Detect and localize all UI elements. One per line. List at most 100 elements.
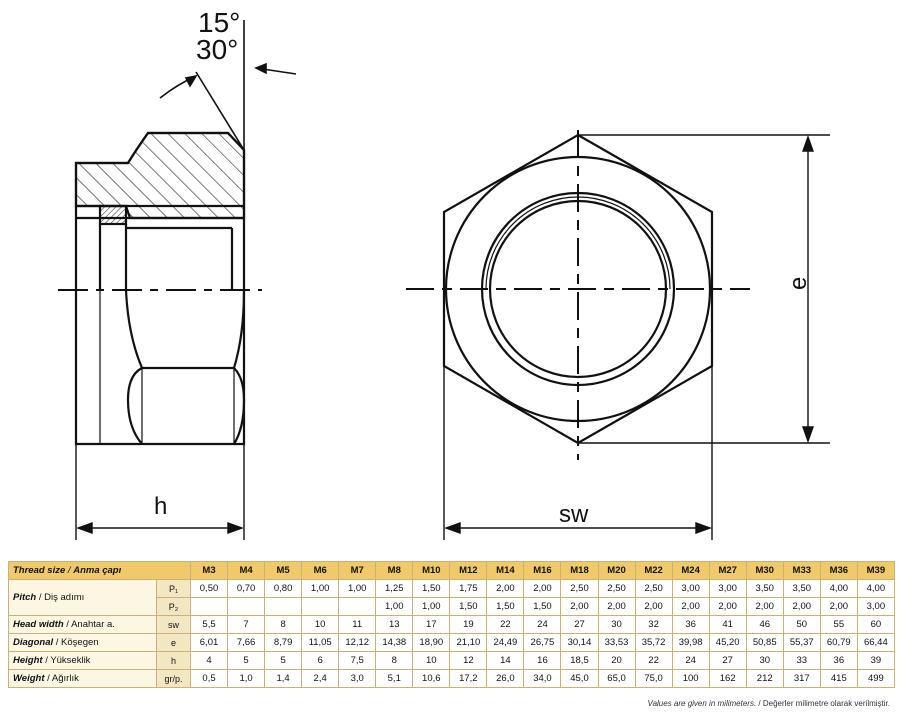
size-header-cell: M18 [560, 561, 599, 580]
table-cell: 415 [819, 669, 858, 688]
size-header-cell: M3 [189, 561, 229, 580]
table-cell: 30 [597, 615, 636, 634]
size-header-cell: M4 [227, 561, 266, 580]
table-cell: 212 [745, 669, 784, 688]
row-label-separator: / [36, 592, 45, 603]
size-header-cell: M27 [708, 561, 747, 580]
row-label-en: Head width [13, 619, 64, 630]
table-cell: 33 [782, 651, 821, 670]
table-cell: 1,50 [412, 579, 451, 598]
table-cell: 8 [264, 615, 303, 634]
table-cell: 20 [597, 651, 636, 670]
table-cell: 27 [708, 651, 747, 670]
table-cell: 60 [856, 615, 895, 634]
table-cell: 50 [782, 615, 821, 634]
table-cell: 3,0 [338, 669, 377, 688]
table-cell: 2,50 [597, 579, 636, 598]
row-label-separator: / [42, 655, 51, 666]
table-cell: 2,4 [301, 669, 340, 688]
row-label-en: Pitch [13, 592, 37, 603]
table-cell: 16 [523, 651, 562, 670]
table-cell: 6 [301, 651, 340, 670]
row-label-en: Weight [13, 673, 45, 684]
size-header-cell: M5 [264, 561, 303, 580]
table-cell: 36 [819, 651, 858, 670]
table-cell: 10 [301, 615, 340, 634]
table-cell: 26,75 [523, 633, 562, 652]
table-cell: 2,00 [560, 597, 599, 616]
table-cell: 17,2 [449, 669, 488, 688]
header-label: Thread size / Anma çapı [8, 561, 191, 580]
table-cell: 45,0 [560, 669, 599, 688]
table-cell: 14 [486, 651, 525, 670]
table-cell: 30 [745, 651, 784, 670]
table-cell: 18,90 [412, 633, 451, 652]
table-cell: 50,85 [745, 633, 784, 652]
dimension-sw [443, 366, 713, 540]
table-cell: 66,44 [856, 633, 895, 652]
dimension-h-label: h [154, 493, 167, 520]
size-header-cell: M16 [523, 561, 562, 580]
table-cell: 2,00 [597, 597, 636, 616]
table-cell: 35,72 [634, 633, 673, 652]
row-label-separator: / [63, 619, 72, 630]
size-header-cell: M22 [634, 561, 673, 580]
table-cell: 12,12 [338, 633, 377, 652]
table-cell: 11 [338, 615, 377, 634]
row-symbol: sw [156, 615, 191, 634]
table-cell: 19 [449, 615, 488, 634]
size-header-cell: M8 [375, 561, 414, 580]
row-label-separator: / [53, 637, 62, 648]
table-cell: 10 [412, 651, 451, 670]
table-cell: 17 [412, 615, 451, 634]
table-cell: 3,00 [671, 579, 710, 598]
dimension-e [578, 134, 830, 444]
table-cell: 24 [671, 651, 710, 670]
dimension-h [75, 444, 245, 540]
table-cell: 34,0 [523, 669, 562, 688]
table-cell: 1,50 [486, 597, 525, 616]
table-cell: 33,53 [597, 633, 636, 652]
table-cell: 5,5 [189, 615, 229, 634]
table-cell [189, 597, 229, 616]
side-view [74, 131, 246, 446]
table-cell: 4,00 [819, 579, 858, 598]
table-cell: 0,70 [227, 579, 266, 598]
table-cell: 1,0 [227, 669, 266, 688]
table-cell: 1,25 [375, 579, 414, 598]
table-cell: 55 [819, 615, 858, 634]
size-header-cell: M6 [301, 561, 340, 580]
table-cell: 1,75 [449, 579, 488, 598]
row-label-tr: Diş adımı [44, 592, 85, 603]
table-cell: 8,79 [264, 633, 303, 652]
row-symbol: P₁ [156, 579, 191, 598]
angle-indicator [159, 20, 297, 151]
table-cell: 2,00 [819, 597, 858, 616]
table-cell: 0,80 [264, 579, 303, 598]
table-cell: 1,00 [301, 579, 340, 598]
table-cell: 3,50 [745, 579, 784, 598]
row-label-tr: Yükseklik [50, 655, 91, 666]
table-cell: 8 [375, 651, 414, 670]
row-label: Diagonal / Köşegen [8, 633, 157, 652]
footnote-en: Values are given in milimeters. [647, 699, 757, 708]
table-cell: 2,50 [634, 579, 673, 598]
size-header-cell: M33 [782, 561, 821, 580]
footnote: Values are given in milimeters. / Değerl… [648, 699, 890, 708]
table-cell: 2,50 [560, 579, 599, 598]
table-cell: 32 [634, 615, 673, 634]
table-cell: 1,50 [449, 597, 488, 616]
dimension-e-label: e [785, 277, 812, 290]
table-cell: 22 [634, 651, 673, 670]
table-cell: 5 [227, 651, 266, 670]
size-header-cell: M24 [671, 561, 710, 580]
table-cell: 75,0 [634, 669, 673, 688]
footnote-tr: / Değerler milimetre olarak verilmiştir. [758, 699, 890, 708]
row-label-tr: Köşegen [61, 637, 99, 648]
size-header-cell: M7 [338, 561, 377, 580]
